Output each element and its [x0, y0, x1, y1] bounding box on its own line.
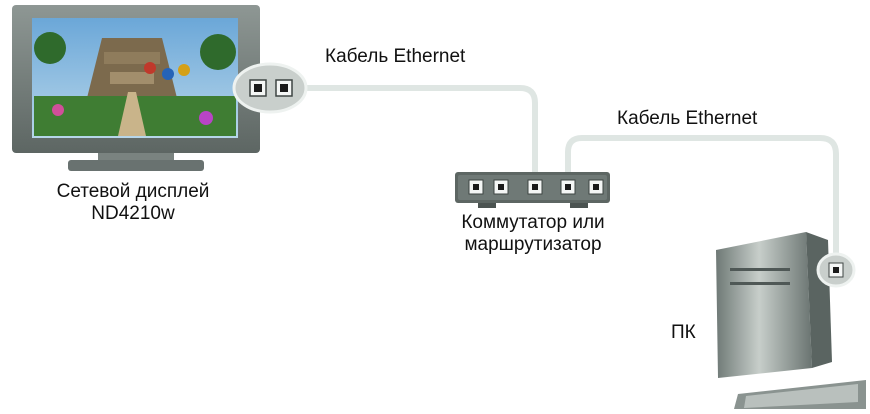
- display-label-name: Сетевой дисплей: [56, 181, 210, 202]
- display-stand-neck: [98, 153, 174, 163]
- cable-display-to-switch: [296, 85, 538, 183]
- cable-switch-to-pc: [565, 135, 839, 262]
- switch-label-line1: Коммутатор или: [461, 212, 605, 233]
- cable-label-right: Кабель Ethernet: [617, 108, 758, 129]
- pc: [716, 232, 866, 409]
- network-display: [12, 5, 308, 171]
- switch-label-line2: маршрутизатор: [464, 234, 602, 255]
- switch-label: Коммутатор или маршрутизатор: [432, 212, 634, 256]
- ethernet-cables: [296, 85, 839, 262]
- screen-artwork: [34, 32, 236, 136]
- display-label: Сетевой дисплей ND4210w: [20, 181, 246, 225]
- pc-tower: [716, 232, 812, 378]
- display-label-model: ND4210w: [91, 203, 175, 224]
- pc-label: ПК: [671, 322, 696, 343]
- display-stand-base: [68, 160, 204, 171]
- cable-label-top: Кабель Ethernet: [325, 46, 466, 67]
- display-port-bezel: [232, 62, 308, 114]
- switch-router: [455, 172, 610, 208]
